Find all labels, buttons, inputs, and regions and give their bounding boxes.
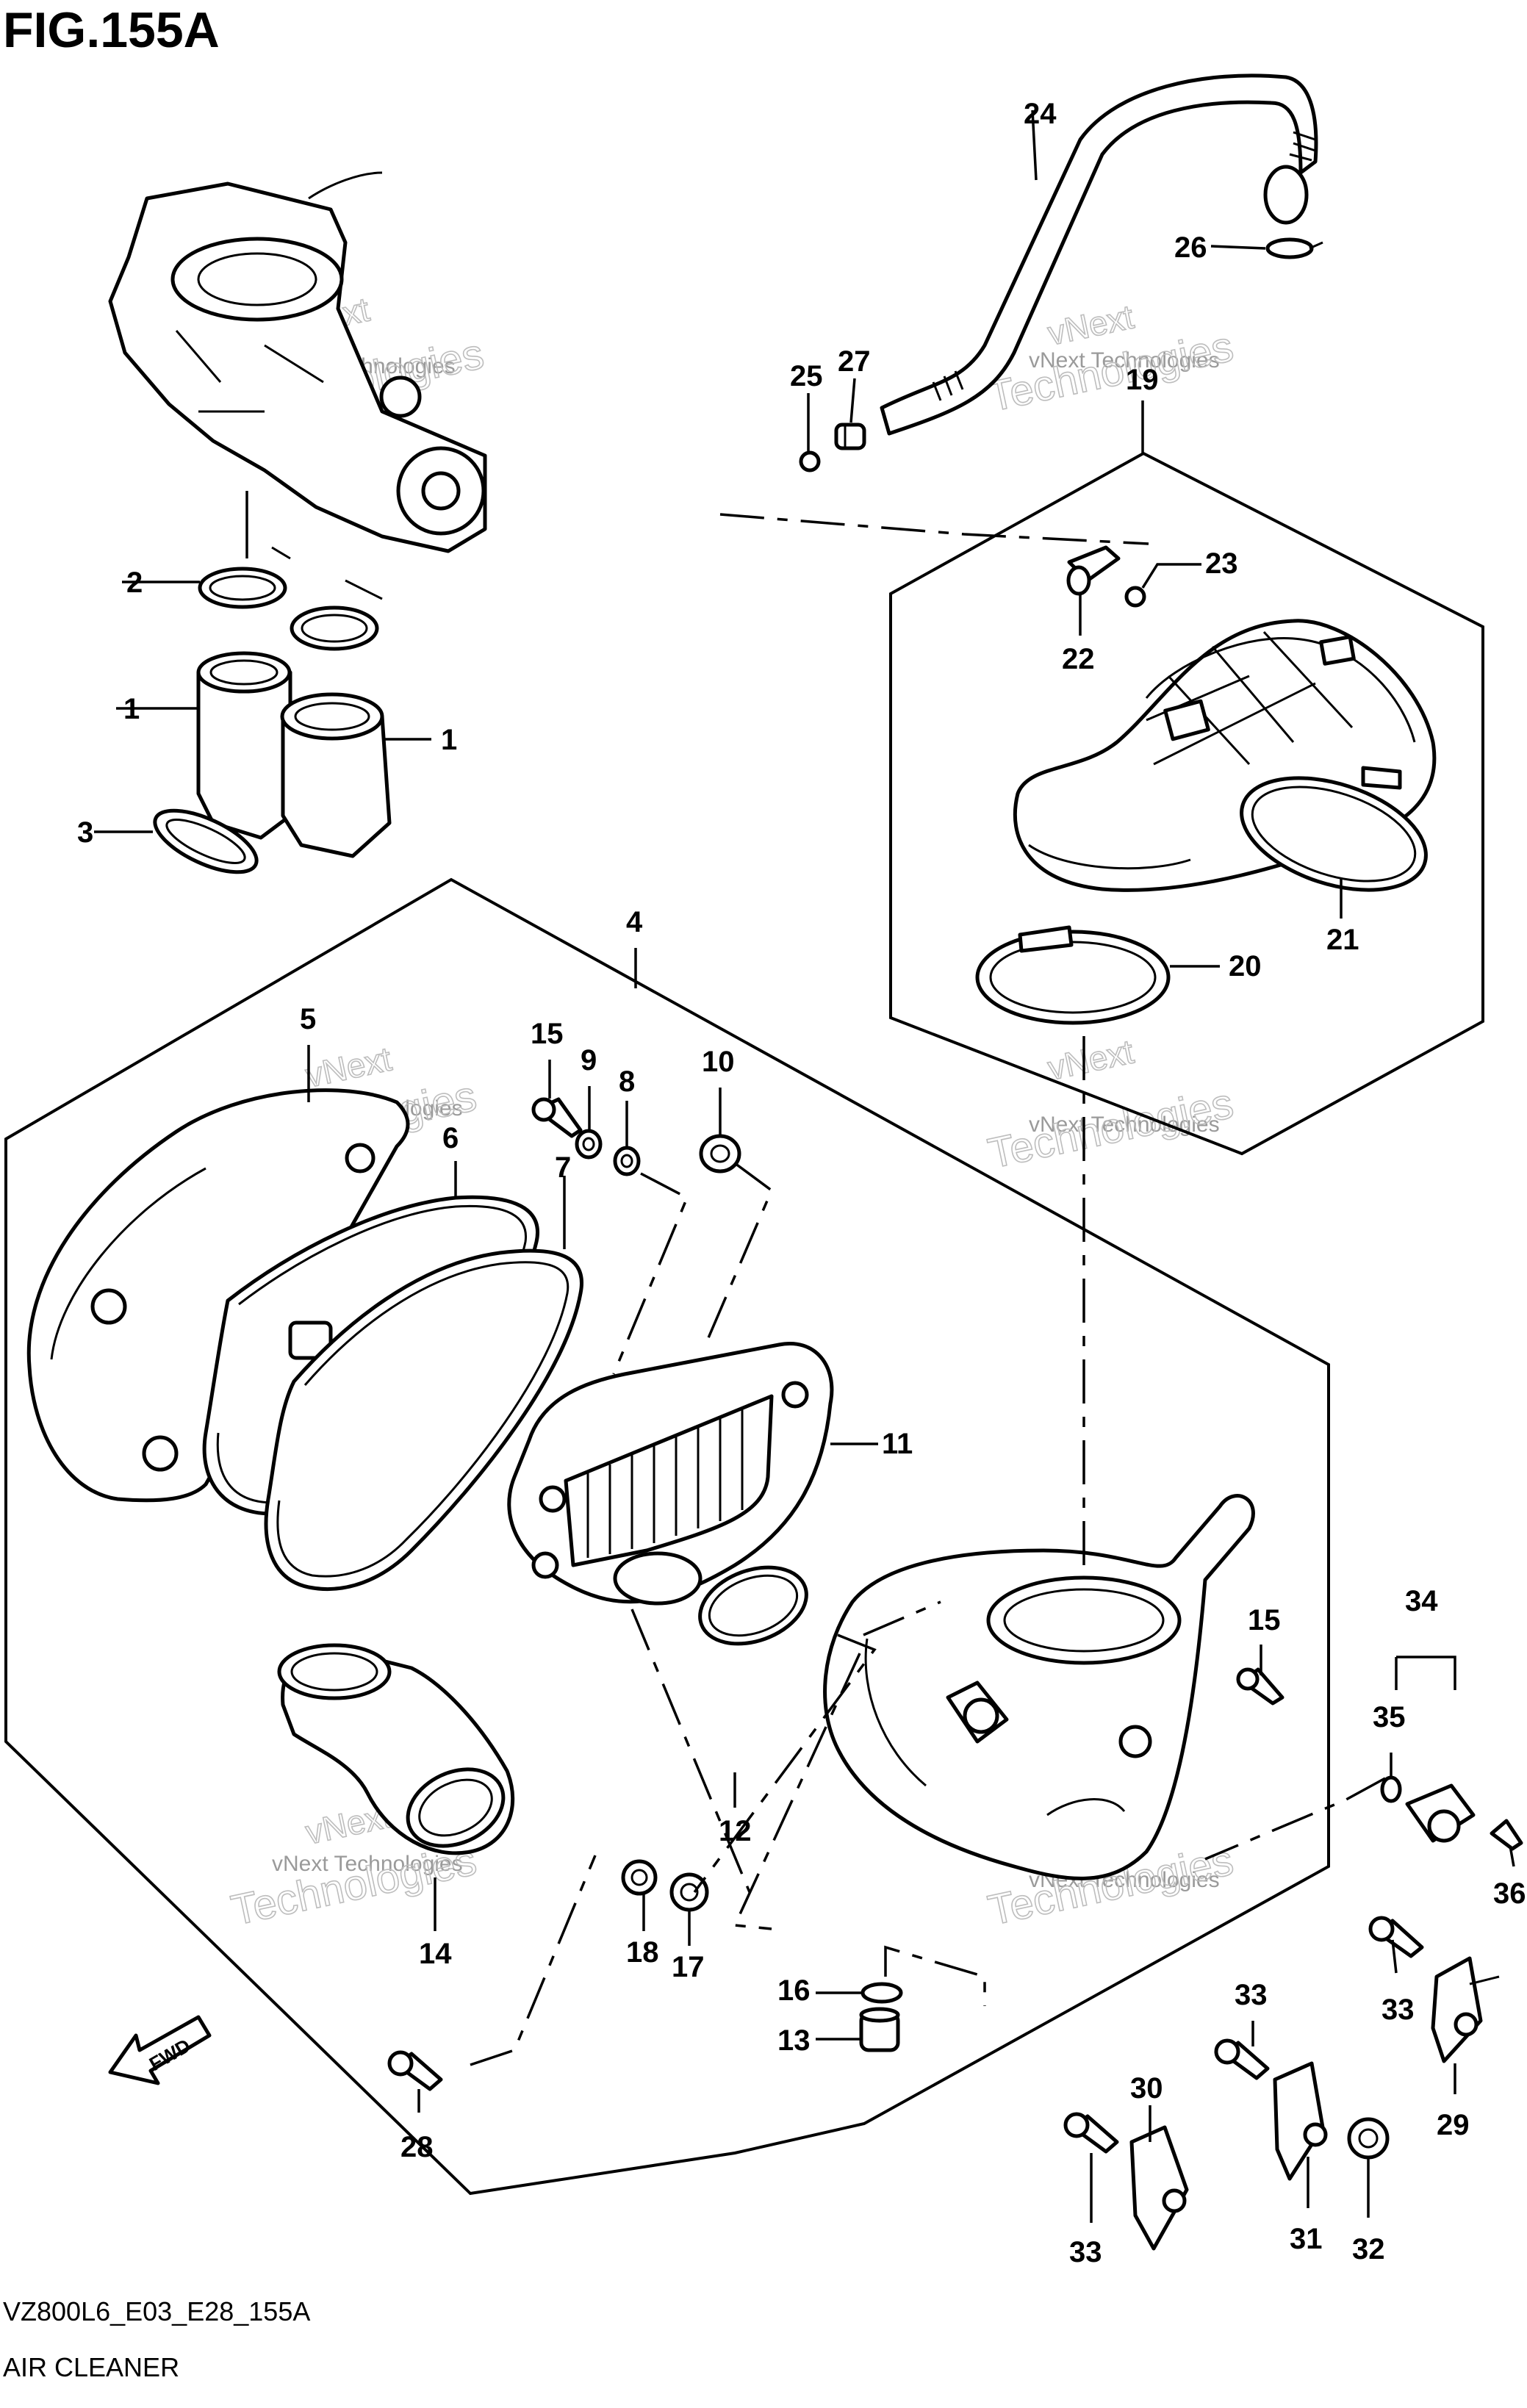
svg-text:vNext Technologies: vNext Technologies xyxy=(1029,348,1220,373)
part-31-bracket xyxy=(1273,2061,1328,2181)
part-28-bolt xyxy=(387,2050,443,2091)
part-8-washer xyxy=(613,1146,641,1176)
part-35-o-ring xyxy=(1380,1775,1402,1803)
callout-7: 7 xyxy=(555,1151,571,1184)
part-23-clip xyxy=(1124,586,1146,608)
callout-28: 28 xyxy=(400,2131,434,2163)
figure-name: AIR CLEANER xyxy=(3,2352,179,2382)
callout-5: 5 xyxy=(300,1003,316,1035)
alignment-lines xyxy=(470,513,1386,2066)
callout-1-left: 1 xyxy=(123,693,140,725)
leader-lines xyxy=(94,109,1515,2223)
callout-4: 4 xyxy=(626,906,643,938)
part-33-bolt-b xyxy=(1214,2038,1270,2080)
part-13-damper xyxy=(859,2007,900,2052)
svg-text:vNext: vNext xyxy=(1044,1032,1137,1087)
callout-2: 2 xyxy=(126,567,143,599)
callout-26: 26 xyxy=(1174,231,1207,264)
air-cleaner-case xyxy=(823,1494,1255,1880)
callout-13: 13 xyxy=(777,2024,811,2057)
callout-33-a: 33 xyxy=(1382,1994,1415,2026)
figure-title: FIG.155A xyxy=(3,2,220,58)
callout-25: 25 xyxy=(790,360,823,392)
part-12-seal xyxy=(698,1565,808,1646)
part-3-seal-ring xyxy=(153,808,259,874)
callout-30: 30 xyxy=(1130,2072,1163,2105)
callout-14: 14 xyxy=(419,1938,452,1970)
callout-10: 10 xyxy=(702,1046,735,1078)
part-10-cushion xyxy=(699,1134,741,1174)
fwd-arrow-icon: FWD xyxy=(108,2015,212,2085)
part-1-intake-pipes xyxy=(196,651,392,858)
callout-23: 23 xyxy=(1205,547,1238,580)
callout-19: 19 xyxy=(1126,364,1159,396)
part-32-cushion xyxy=(1347,2117,1390,2160)
callout-33-c: 33 xyxy=(1069,2236,1102,2268)
part-24-breather-hose xyxy=(880,73,1318,436)
part-14-inlet-duct xyxy=(277,1643,515,1855)
part-15-screw-lower xyxy=(1236,1667,1285,1706)
part-33-bolt-c xyxy=(1063,2112,1119,2154)
callout-12: 12 xyxy=(719,1815,752,1847)
part-29-bracket xyxy=(1431,1956,1500,2063)
part-5-cleaner-cap xyxy=(26,1088,410,1503)
callout-8: 8 xyxy=(619,1065,635,1098)
part-21-band xyxy=(1240,766,1428,892)
part-36-screw xyxy=(1490,1819,1523,1851)
callout-17: 17 xyxy=(672,1951,705,1983)
part-20-band xyxy=(975,925,1171,1025)
callout-15-upper: 15 xyxy=(531,1018,564,1050)
part-16-clip xyxy=(860,1982,903,2004)
callout-29: 29 xyxy=(1437,2109,1470,2141)
callout-9: 9 xyxy=(581,1044,597,1077)
callout-18: 18 xyxy=(626,1936,659,1969)
callout-11: 11 xyxy=(882,1428,913,1460)
part-15-screw-upper xyxy=(531,1097,583,1138)
part-30-bracket xyxy=(1129,2125,1189,2251)
callout-6: 6 xyxy=(442,1122,459,1154)
callout-numbers: 2 1 1 3 4 5 6 7 8 9 10 11 12 13 14 15 15… xyxy=(77,98,1526,2268)
air-cleaner-assembly-frame xyxy=(4,877,1330,2196)
part-17-cushion xyxy=(669,1872,709,1912)
part-25-clip xyxy=(799,450,821,472)
callout-3: 3 xyxy=(77,816,93,849)
callout-27: 27 xyxy=(838,345,871,378)
part-2-clamps xyxy=(198,546,383,651)
svg-text:Technologies: Technologies xyxy=(984,1079,1237,1178)
svg-text:vNext Technologies: vNext Technologies xyxy=(272,1852,463,1876)
callout-32: 32 xyxy=(1352,2233,1385,2265)
watermark-4: vNext vNext Technologies Technologies xyxy=(983,1032,1237,1179)
callout-20: 20 xyxy=(1229,950,1262,982)
callout-24: 24 xyxy=(1024,98,1057,130)
callout-16: 16 xyxy=(777,1974,811,2007)
callout-31: 31 xyxy=(1290,2223,1323,2255)
part-22-elbow-fitting xyxy=(1066,545,1121,596)
callout-1-right: 1 xyxy=(441,724,457,756)
callout-21: 21 xyxy=(1326,924,1359,956)
callout-36: 36 xyxy=(1493,1877,1526,1910)
part-9-washer xyxy=(575,1129,603,1160)
callout-15-lower: 15 xyxy=(1248,1604,1281,1636)
part-11-air-cleaner-element xyxy=(507,1342,834,1606)
part-26-clip xyxy=(1265,237,1323,259)
watermark-2: vNext vNext Technologies Technologies xyxy=(983,297,1237,422)
svg-text:vNext: vNext xyxy=(302,1039,395,1094)
callout-33-b: 33 xyxy=(1235,1979,1268,2011)
part-18-grommet xyxy=(621,1859,658,1896)
part-33-bolt-a xyxy=(1368,1916,1424,1958)
part-27-fitting xyxy=(834,423,866,450)
figure-code: VZ800L6_E03_E28_155A xyxy=(3,2296,310,2326)
throttle-body xyxy=(108,171,487,553)
callout-35: 35 xyxy=(1373,1701,1406,1733)
part-34-sensor xyxy=(1405,1783,1476,1843)
callout-34: 34 xyxy=(1405,1585,1438,1617)
callout-22: 22 xyxy=(1062,643,1095,675)
part-7-seal xyxy=(264,1248,583,1592)
